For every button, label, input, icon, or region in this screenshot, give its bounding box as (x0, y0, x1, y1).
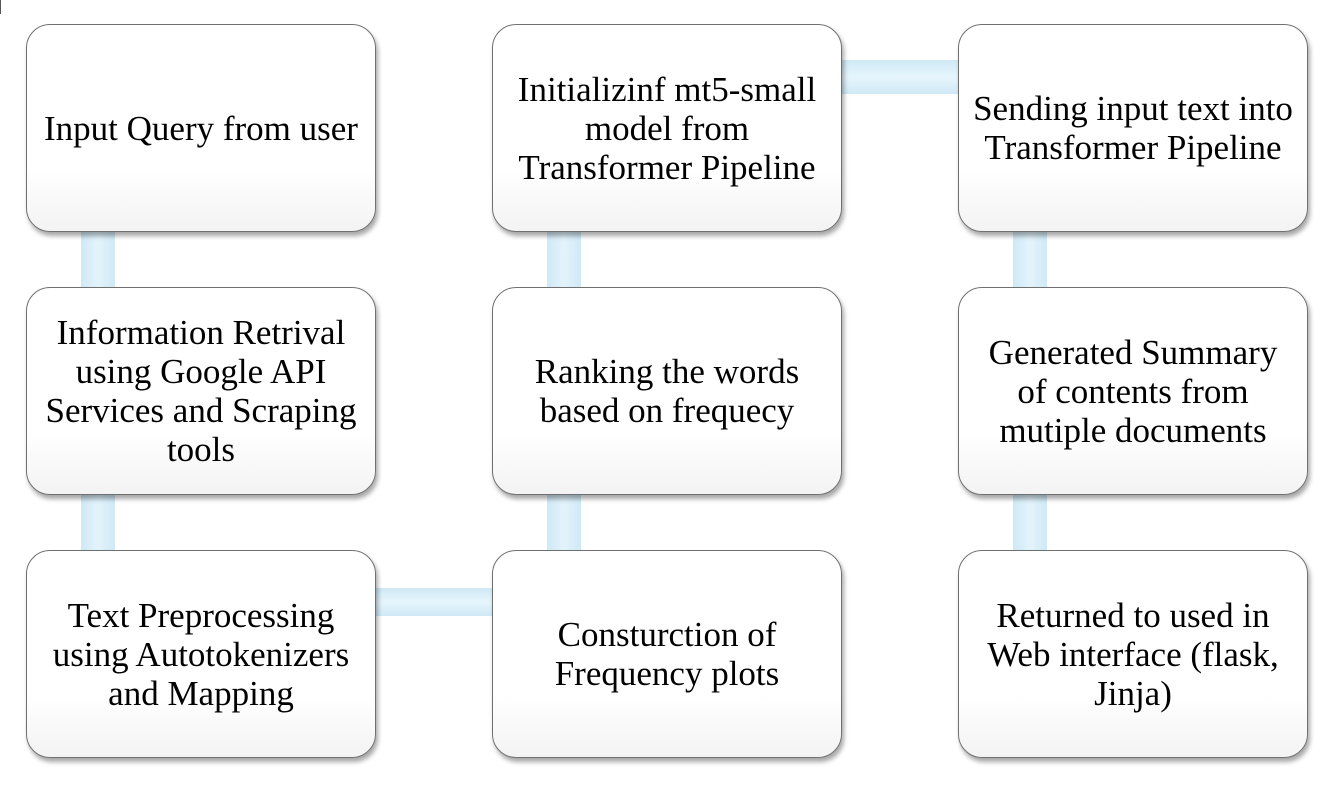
node-label: Text Preprocessing using Autotokenizers … (52, 595, 350, 713)
node-information-retrieval: Information Retrival using Google API Se… (26, 287, 376, 495)
node-initialize-model: Initializinf mt5-small model from Transf… (492, 24, 842, 232)
node-ranking-words: Ranking the words based on frequecy (492, 287, 842, 495)
node-label: Input Query from user (44, 108, 358, 148)
node-label: Generated Summary of contents from mutip… (988, 332, 1278, 450)
node-label: Initializinf mt5-small model from Transf… (517, 69, 817, 187)
node-construction-frequency: Consturction of Frequency plots (492, 550, 842, 758)
node-label: Sending input text into Transformer Pipe… (973, 89, 1293, 167)
connector-sending-to-summary (1013, 228, 1047, 294)
connector-initialize-to-sending (838, 60, 964, 94)
node-text-preprocessing: Text Preprocessing using Autotokenizers … (26, 550, 376, 758)
node-input-query: Input Query from user (26, 24, 376, 232)
node-label: Returned to used in Web interface (flask… (987, 595, 1279, 713)
node-sending-input: Sending input text into Transformer Pipe… (958, 24, 1308, 232)
connector-construction-to-ranking (547, 490, 581, 556)
node-generated-summary: Generated Summary of contents from mutip… (958, 287, 1308, 495)
node-label: Ranking the words based on frequecy (534, 352, 800, 430)
node-label: Information Retrival using Google API Se… (45, 313, 357, 469)
node-returned-web: Returned to used in Web interface (flask… (958, 550, 1308, 758)
connector-retrieval-to-preprocessing (81, 490, 115, 556)
node-label: Consturction of Frequency plots (554, 615, 780, 693)
connector-preprocessing-to-construction (372, 588, 498, 616)
connector-summary-to-returned (1013, 490, 1047, 556)
connector-input-to-retrieval (81, 228, 115, 294)
connector-ranking-to-initialize (547, 228, 581, 294)
corner-mark (0, 0, 5, 14)
